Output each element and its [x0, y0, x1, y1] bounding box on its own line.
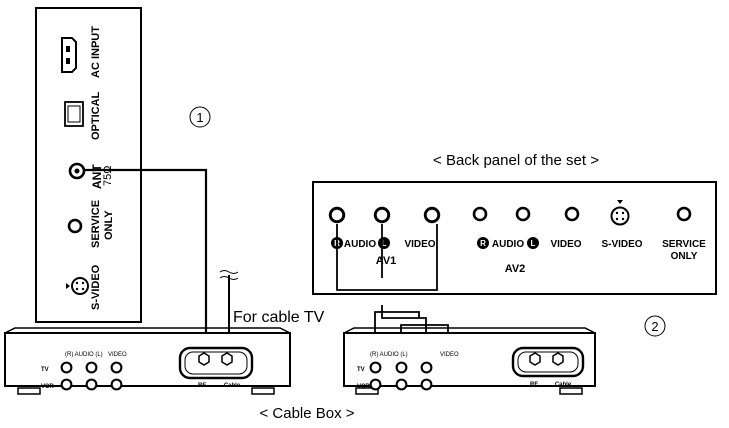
box-right-audio-header: (R) AUDIO (L): [370, 352, 408, 358]
av1-video-jack-icon: [423, 206, 441, 224]
box-left-audio-header: (R) AUDIO (L): [65, 352, 103, 358]
box-left-video-header: VIDEO: [108, 352, 127, 358]
box-left-tv-audio-l-icon: [85, 361, 98, 374]
service-back-jack-icon: [676, 206, 692, 222]
box-right-tv-video-icon: [420, 361, 433, 374]
only-back-label: ONLY: [671, 251, 698, 262]
av2-r-badge-label: R: [480, 239, 486, 248]
av2-audio-l-jack-icon: [515, 206, 531, 222]
av1-audio-r-jack-icon: [328, 206, 346, 224]
back-panel: [312, 181, 717, 295]
side-panel: [35, 7, 142, 323]
service-jack-icon: [67, 218, 83, 234]
svideo-side-label: S-VIDEO: [90, 264, 102, 310]
marker-one: [189, 106, 211, 128]
box-left-tv-label: TV: [41, 367, 49, 373]
box-right-vcr-video-icon: [420, 378, 433, 391]
av2-video-jack-icon: [564, 206, 580, 222]
av2-l-badge-label: L: [531, 239, 536, 248]
av2-audio-r-jack-icon: [472, 206, 488, 222]
back-panel-caption: < Back panel of the set >: [433, 152, 599, 169]
av1-l-badge-label: L: [382, 239, 387, 248]
ant-ohm-label: 75Ω: [102, 166, 114, 186]
box-right-tv-label: TV: [357, 367, 365, 373]
av2-video-label: VIDEO: [550, 239, 581, 250]
box-left-vcr-video-icon: [110, 378, 123, 391]
av2-label: AV2: [505, 263, 526, 275]
svideo-back-label: S-VIDEO: [601, 239, 642, 250]
service-label: SERVICE: [90, 200, 102, 248]
box-left-rf-port-icon: [178, 346, 254, 380]
box-right-tv-audio-l-icon: [395, 361, 408, 374]
av1-l-badge-icon: L: [378, 237, 390, 249]
svideo-jack-icon: [66, 277, 89, 295]
box-right-video-header: VIDEO: [440, 352, 459, 358]
box-left-tv-video-icon: [110, 361, 123, 374]
ac-input-socket-icon: [61, 37, 77, 73]
av1-audio-label: AUDIO: [344, 239, 376, 250]
box-left-vcr-label: VCR: [41, 384, 54, 390]
marker-two-label: 2: [651, 319, 658, 334]
av2-l-badge-icon: L: [527, 237, 539, 249]
av2-r-badge-icon: R: [477, 237, 489, 249]
for-cable-tv-label: For cable TV: [233, 309, 325, 326]
box-right-vcr-audio-r-icon: [369, 378, 382, 391]
av2-audio-label: AUDIO: [492, 239, 524, 250]
marker-one-label: 1: [196, 110, 203, 125]
av1-audio-l-jack-icon: [373, 206, 391, 224]
av1-video-label: VIDEO: [404, 239, 435, 250]
box-left-rf-label: RF: [198, 383, 206, 389]
av1-label: AV1: [376, 255, 397, 267]
optical-label: OPTICAL: [90, 91, 102, 140]
box-right-cable-label: Cable: [555, 382, 572, 388]
antenna-cable: [84, 168, 208, 360]
box-left-tv-audio-r-icon: [60, 361, 73, 374]
svideo-back-jack-icon: [610, 200, 630, 226]
antenna-jack-icon: [68, 162, 86, 180]
box-right-tv-audio-r-icon: [369, 361, 382, 374]
box-right-vcr-label: VCR: [357, 384, 370, 390]
box-right-rf-label: RF: [530, 382, 538, 388]
cable-box-caption: < Cable Box >: [259, 405, 354, 422]
optical-port-icon: [64, 101, 84, 127]
ac-input-label: AC INPUT: [90, 26, 102, 78]
box-right-rf-port-icon: [511, 346, 585, 378]
wave-mark-icon: [219, 270, 239, 280]
only-label: ONLY: [103, 210, 115, 240]
box-left-cable-label: Cable: [224, 383, 241, 389]
service-back-label: SERVICE: [662, 239, 706, 250]
box-right-vcr-audio-l-icon: [395, 378, 408, 391]
box-left-vcr-audio-r-icon: [60, 378, 73, 391]
box-left-vcr-audio-l-icon: [85, 378, 98, 391]
marker-two: [644, 315, 666, 337]
